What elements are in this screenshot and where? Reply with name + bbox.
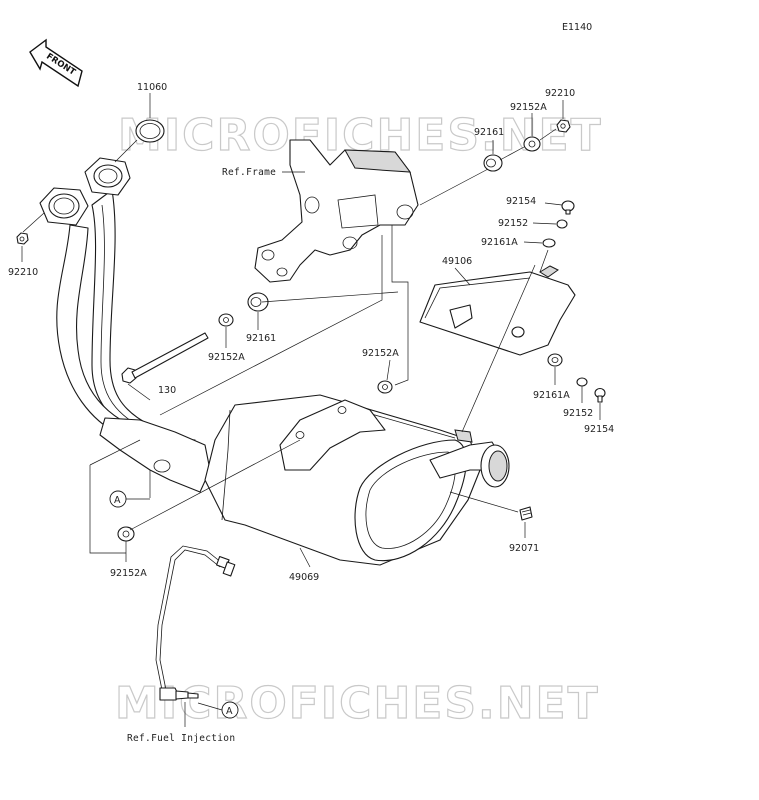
part-label-49106: 49106	[442, 256, 472, 267]
part-label-49069: 49069	[289, 572, 319, 583]
part-label-92152a-bottom: 92152A	[110, 568, 147, 579]
collar-92152a-right	[377, 359, 393, 394]
header-flange-front	[84, 157, 131, 196]
exhaust-header-pipes	[39, 157, 211, 493]
front-arrow-icon: FRONT	[29, 38, 83, 88]
frame-bracket	[254, 139, 419, 283]
part-label-92161-top: 92161	[474, 127, 504, 138]
part-label-92071: 92071	[509, 543, 539, 554]
washer-92152-top	[532, 219, 568, 229]
collar-92152a-mid	[218, 313, 234, 348]
part-label-11060: 11060	[137, 82, 167, 93]
ref-fuel-injection-label: Ref.Fuel Injection	[127, 733, 235, 744]
part-label-92152a-right: 92152A	[362, 348, 399, 359]
part-label-92161-mid: 92161	[246, 333, 276, 344]
part-label-92161a-bottom: 92161A	[533, 390, 570, 401]
callout-a-upper: A	[109, 490, 150, 508]
nut-92210-left	[16, 212, 45, 262]
nut-92210-top	[539, 100, 571, 141]
grommet-92161-top	[483, 140, 503, 172]
bolt-130	[121, 332, 209, 401]
collar-92152a-bottom	[117, 526, 135, 562]
svg-text:A: A	[226, 706, 233, 717]
oxygen-sensor	[155, 545, 236, 727]
part-label-92210-top: 92210	[545, 88, 575, 99]
muffler-49069	[204, 264, 536, 566]
grommet-92161-mid	[247, 292, 269, 330]
screw-92154-top	[544, 200, 575, 215]
screw-92154-bottom	[594, 387, 606, 420]
part-label-130: 130	[158, 385, 176, 396]
washer-92152-bottom	[576, 377, 588, 403]
header-flange-rear	[39, 187, 89, 226]
part-label-92154-bottom: 92154	[584, 424, 614, 435]
part-label-92152a-mid: 92152A	[208, 352, 245, 363]
watermark-bottom: MICROFICHES.NET	[115, 678, 600, 729]
heat-guard-49106	[419, 265, 576, 356]
part-label-92154-top: 92154	[506, 196, 536, 207]
grommet-92161a-bottom	[547, 353, 563, 385]
callout-a-lower: A	[221, 701, 239, 719]
diagram-code: E1140	[562, 22, 592, 33]
svg-text:A: A	[114, 495, 121, 506]
part-label-92152-bottom: 92152	[563, 408, 593, 419]
part-label-92152a-top: 92152A	[510, 102, 547, 113]
ref-frame-label: Ref.Frame	[222, 167, 276, 178]
part-label-92152-top: 92152	[498, 218, 528, 229]
part-label-92161a-top: 92161A	[481, 237, 518, 248]
rubber-92071	[449, 491, 533, 538]
grommet-92161a-top	[523, 238, 556, 248]
collar-92152a-top	[499, 113, 541, 161]
part-label-92210-left: 92210	[8, 267, 38, 278]
